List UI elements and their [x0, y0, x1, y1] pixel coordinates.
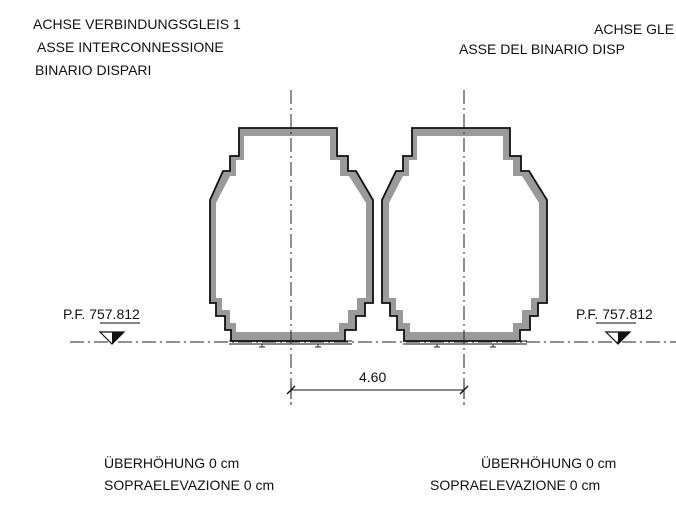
- left-superelevation-line-1: ÜBERHÖHUNG 0 cm: [104, 455, 240, 471]
- right-axis-label-line-2: ASSE DEL BINARIO DISP: [459, 41, 625, 57]
- right-superelevation-line-1: ÜBERHÖHUNG 0 cm: [481, 455, 617, 471]
- left-rail-markers: [259, 344, 321, 348]
- right-level-marker-icon: [596, 322, 636, 345]
- right-tunnel-invert-slab: [403, 340, 527, 345]
- right-axis-label-line-1: ACHSE GLE: [594, 21, 675, 37]
- right-level-label: P.F. 757.812: [576, 306, 653, 322]
- left-superelevation-line-2: SOPRAELEVAZIONE 0 cm: [104, 477, 275, 493]
- left-level-label: P.F. 757.812: [63, 306, 140, 322]
- track-spacing-dimension-label: 4.60: [359, 369, 387, 385]
- right-rail-markers: [434, 344, 496, 348]
- right-superelevation-line-2: SOPRAELEVAZIONE 0 cm: [430, 477, 601, 493]
- left-level-marker-icon: [98, 322, 140, 345]
- left-axis-label-line-2: ASSE INTERCONNESSIONE: [37, 39, 224, 55]
- left-axis-label-line-3: BINARIO DISPARI: [35, 62, 152, 78]
- left-axis-label-line-1: ACHSE VERBINDUNGSGLEIS 1: [33, 16, 241, 32]
- track-spacing-dimension-line: [286, 383, 469, 399]
